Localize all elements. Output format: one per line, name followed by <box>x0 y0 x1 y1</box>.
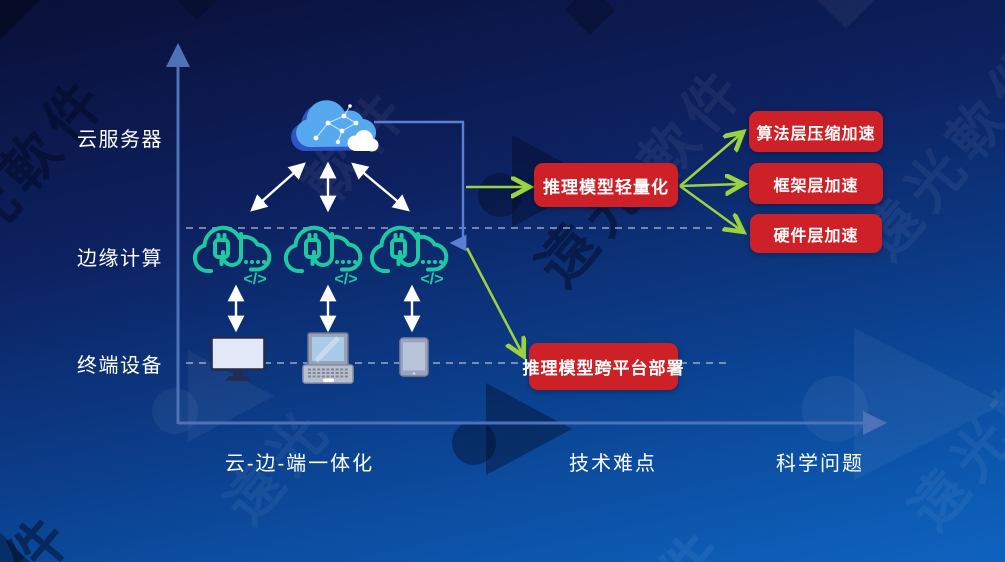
box-algorithm-acceleration: 算法层压缩加速 <box>749 111 883 152</box>
cloud-edge3-arrow <box>351 162 410 212</box>
code-glyph: </> <box>243 271 266 288</box>
to-framework-arrow <box>679 184 742 186</box>
cloud-network-icon <box>291 100 379 152</box>
network-nodes <box>313 104 359 145</box>
watermark-logo-light <box>796 328 1005 488</box>
to-algorithm-arrow <box>679 133 742 187</box>
watermark-logo-dark <box>452 383 572 483</box>
watermark-corner-triangle <box>0 0 40 40</box>
edge-cloud-plug-icon: </> <box>369 225 449 288</box>
label-terminal-device: 终端设备 <box>77 355 163 377</box>
label-technical-difficulty: 技术难点 <box>569 453 657 475</box>
box-model-lightweight: 推理模型轻量化 <box>534 163 678 207</box>
code-glyph: </> <box>334 271 357 288</box>
edge-cloud-plug-icon: </> <box>192 225 272 288</box>
to-hardware-arrow <box>679 184 742 231</box>
mini-cloud <box>347 130 379 152</box>
label-cloud-server: 云服务器 <box>77 129 163 151</box>
box-framework-acceleration: 框架层加速 <box>749 163 883 204</box>
to-crossplatform-arrow <box>465 247 523 355</box>
tablet-icon <box>399 337 429 377</box>
label-cloud-edge-terminal-integration: 云-边-端一体化 <box>224 453 375 475</box>
edge-cloud-plug-icon: </> <box>283 225 363 288</box>
code-glyph: </> <box>420 271 443 288</box>
cloud-edge1-arrow <box>250 162 306 212</box>
cloud-loop-connector <box>374 120 467 252</box>
box-cross-platform-deploy: 推理模型跨平台部署 <box>523 343 684 390</box>
label-scientific-problem: 科学问题 <box>776 453 864 475</box>
desktop-monitor-icon <box>210 336 266 381</box>
box-hardware-acceleration: 硬件层加速 <box>750 214 882 253</box>
label-edge-computing: 边缘计算 <box>77 248 163 270</box>
laptop-icon <box>302 332 354 384</box>
